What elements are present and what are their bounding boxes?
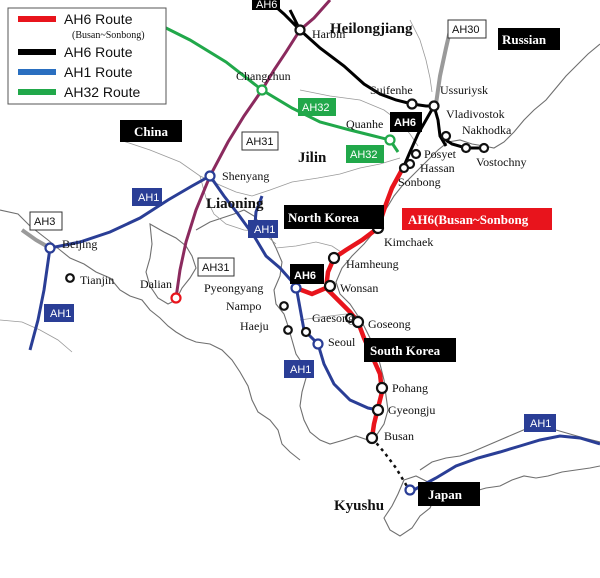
- tag-ah3-box: [29, 211, 63, 231]
- region-jilin: Jilin: [298, 150, 327, 166]
- city-dalian: Dalian: [140, 277, 172, 291]
- tag-ah1-d: AH1: [290, 364, 311, 376]
- tag-ah3: AH3: [34, 216, 55, 228]
- city-haeju: Haeju: [240, 319, 269, 333]
- region-china: China: [134, 124, 168, 139]
- city-gyeongju: Gyeongju: [388, 403, 435, 417]
- legend: AH6 Route (Busan~Sonbong) AH6 Route AH1 …: [7, 7, 167, 105]
- city-nakhodka: Nakhodka: [462, 123, 512, 137]
- city-pohang: Pohang: [392, 381, 428, 395]
- tag-ah30-box: [447, 19, 487, 39]
- region-liaoning: Liaoning: [206, 196, 264, 212]
- tag-ah1-d-box: [284, 360, 314, 378]
- city-seoul: Seoul: [328, 335, 356, 349]
- tag-ah6-top-box: [252, 0, 280, 10]
- city-vladivostok: Vladivostok: [446, 107, 505, 121]
- city-hassan: Hassan: [420, 161, 455, 175]
- tag-ah30: AH30: [452, 24, 480, 36]
- tag-ah31-b-box: [197, 257, 235, 277]
- tag-ah6-busan-sonbong-box: [402, 208, 552, 230]
- legend-label-ah6-black: AH6 Route: [64, 44, 133, 60]
- city-shenyang: Shenyang: [222, 169, 269, 183]
- region-south-korea: South Korea: [370, 343, 441, 358]
- region-japan: Japan: [428, 487, 463, 502]
- city-harbin: Harbin: [312, 27, 345, 41]
- legend-label-ah1: AH1 Route: [64, 64, 133, 80]
- city-tianjin: Tianjin: [80, 273, 114, 287]
- city-quanhe: Quanhe: [346, 117, 383, 131]
- city-gaesong: Gaesong: [312, 311, 354, 325]
- tag-ah6-quanhe: AH6: [394, 117, 416, 129]
- legend-box: [7, 7, 167, 105]
- region-north-korea-box: [284, 205, 384, 229]
- tag-ah32-b-box: [346, 145, 384, 163]
- tag-ah1-a-box: [132, 188, 162, 206]
- tag-ah32-a: AH32: [302, 102, 330, 114]
- tag-ah1-e: AH1: [530, 418, 551, 430]
- region-russian: Russian: [502, 32, 547, 47]
- tag-ah1-c-box: [44, 304, 74, 322]
- city-changchun: Changchun: [236, 69, 291, 83]
- tag-ah1-a: AH1: [138, 192, 159, 204]
- region-japan-box: [418, 482, 480, 506]
- city-sonbong: Sonbong: [398, 175, 441, 189]
- tag-ah6-center-box: [290, 264, 324, 284]
- legend-label-ah32: AH32 Route: [64, 84, 140, 100]
- tag-ah1-b-box: [248, 220, 278, 238]
- legend-label-ah6-red: AH6 Route: [64, 11, 133, 27]
- tag-ah6-center: AH6: [294, 270, 316, 282]
- city-beijing: Beijing: [62, 237, 97, 251]
- ah6-black-route: [267, 0, 484, 167]
- tag-ah1-e-box: [524, 414, 556, 432]
- tag-ah32-b: AH32: [350, 149, 378, 161]
- region-kyushu: Kyushu: [334, 498, 384, 514]
- region-south-korea-box: [364, 338, 456, 362]
- tag-ah31-a-box: [241, 131, 279, 151]
- tag-ah31-a: AH31: [246, 136, 274, 148]
- tag-ah6-busan-sonbong: AH6(Busan~Sonbong: [408, 212, 529, 227]
- tag-ah6-quanhe-box: [390, 112, 422, 132]
- city-nampo: Nampo: [226, 299, 261, 313]
- region-china-box: [120, 120, 182, 142]
- city-wonsan: Wonsan: [340, 281, 378, 295]
- tag-ah1-b: AH1: [254, 224, 275, 236]
- city-posyet: Posyet: [424, 147, 457, 161]
- city-pyeongyang: Pyeongyang: [204, 281, 263, 295]
- region-north-korea: North Korea: [288, 210, 359, 225]
- city-ussuriysk: Ussuriysk: [440, 83, 488, 97]
- city-vostochny: Vostochny: [476, 155, 526, 169]
- legend-sub-ah6-red: (Busan~Sonbong): [72, 30, 145, 41]
- tag-ah32-a-box: [298, 98, 336, 116]
- region-heilongjiang: Heilongjiang: [330, 21, 413, 37]
- city-hamheung: Hamheung: [346, 257, 399, 271]
- city-nodes: [44, 24, 490, 496]
- ferry-route: [371, 437, 410, 489]
- city-kimchaek: Kimchaek: [384, 235, 433, 249]
- city-goseong: Goseong: [368, 317, 411, 331]
- region-russian-box: [498, 28, 560, 50]
- city-suifenhe: Suifenhe: [370, 83, 413, 97]
- tag-ah31-b: AH31: [202, 262, 230, 274]
- city-busan: Busan: [384, 429, 414, 443]
- tag-ah1-c: AH1: [50, 308, 71, 320]
- tag-ah6-top: AH6: [256, 0, 277, 11]
